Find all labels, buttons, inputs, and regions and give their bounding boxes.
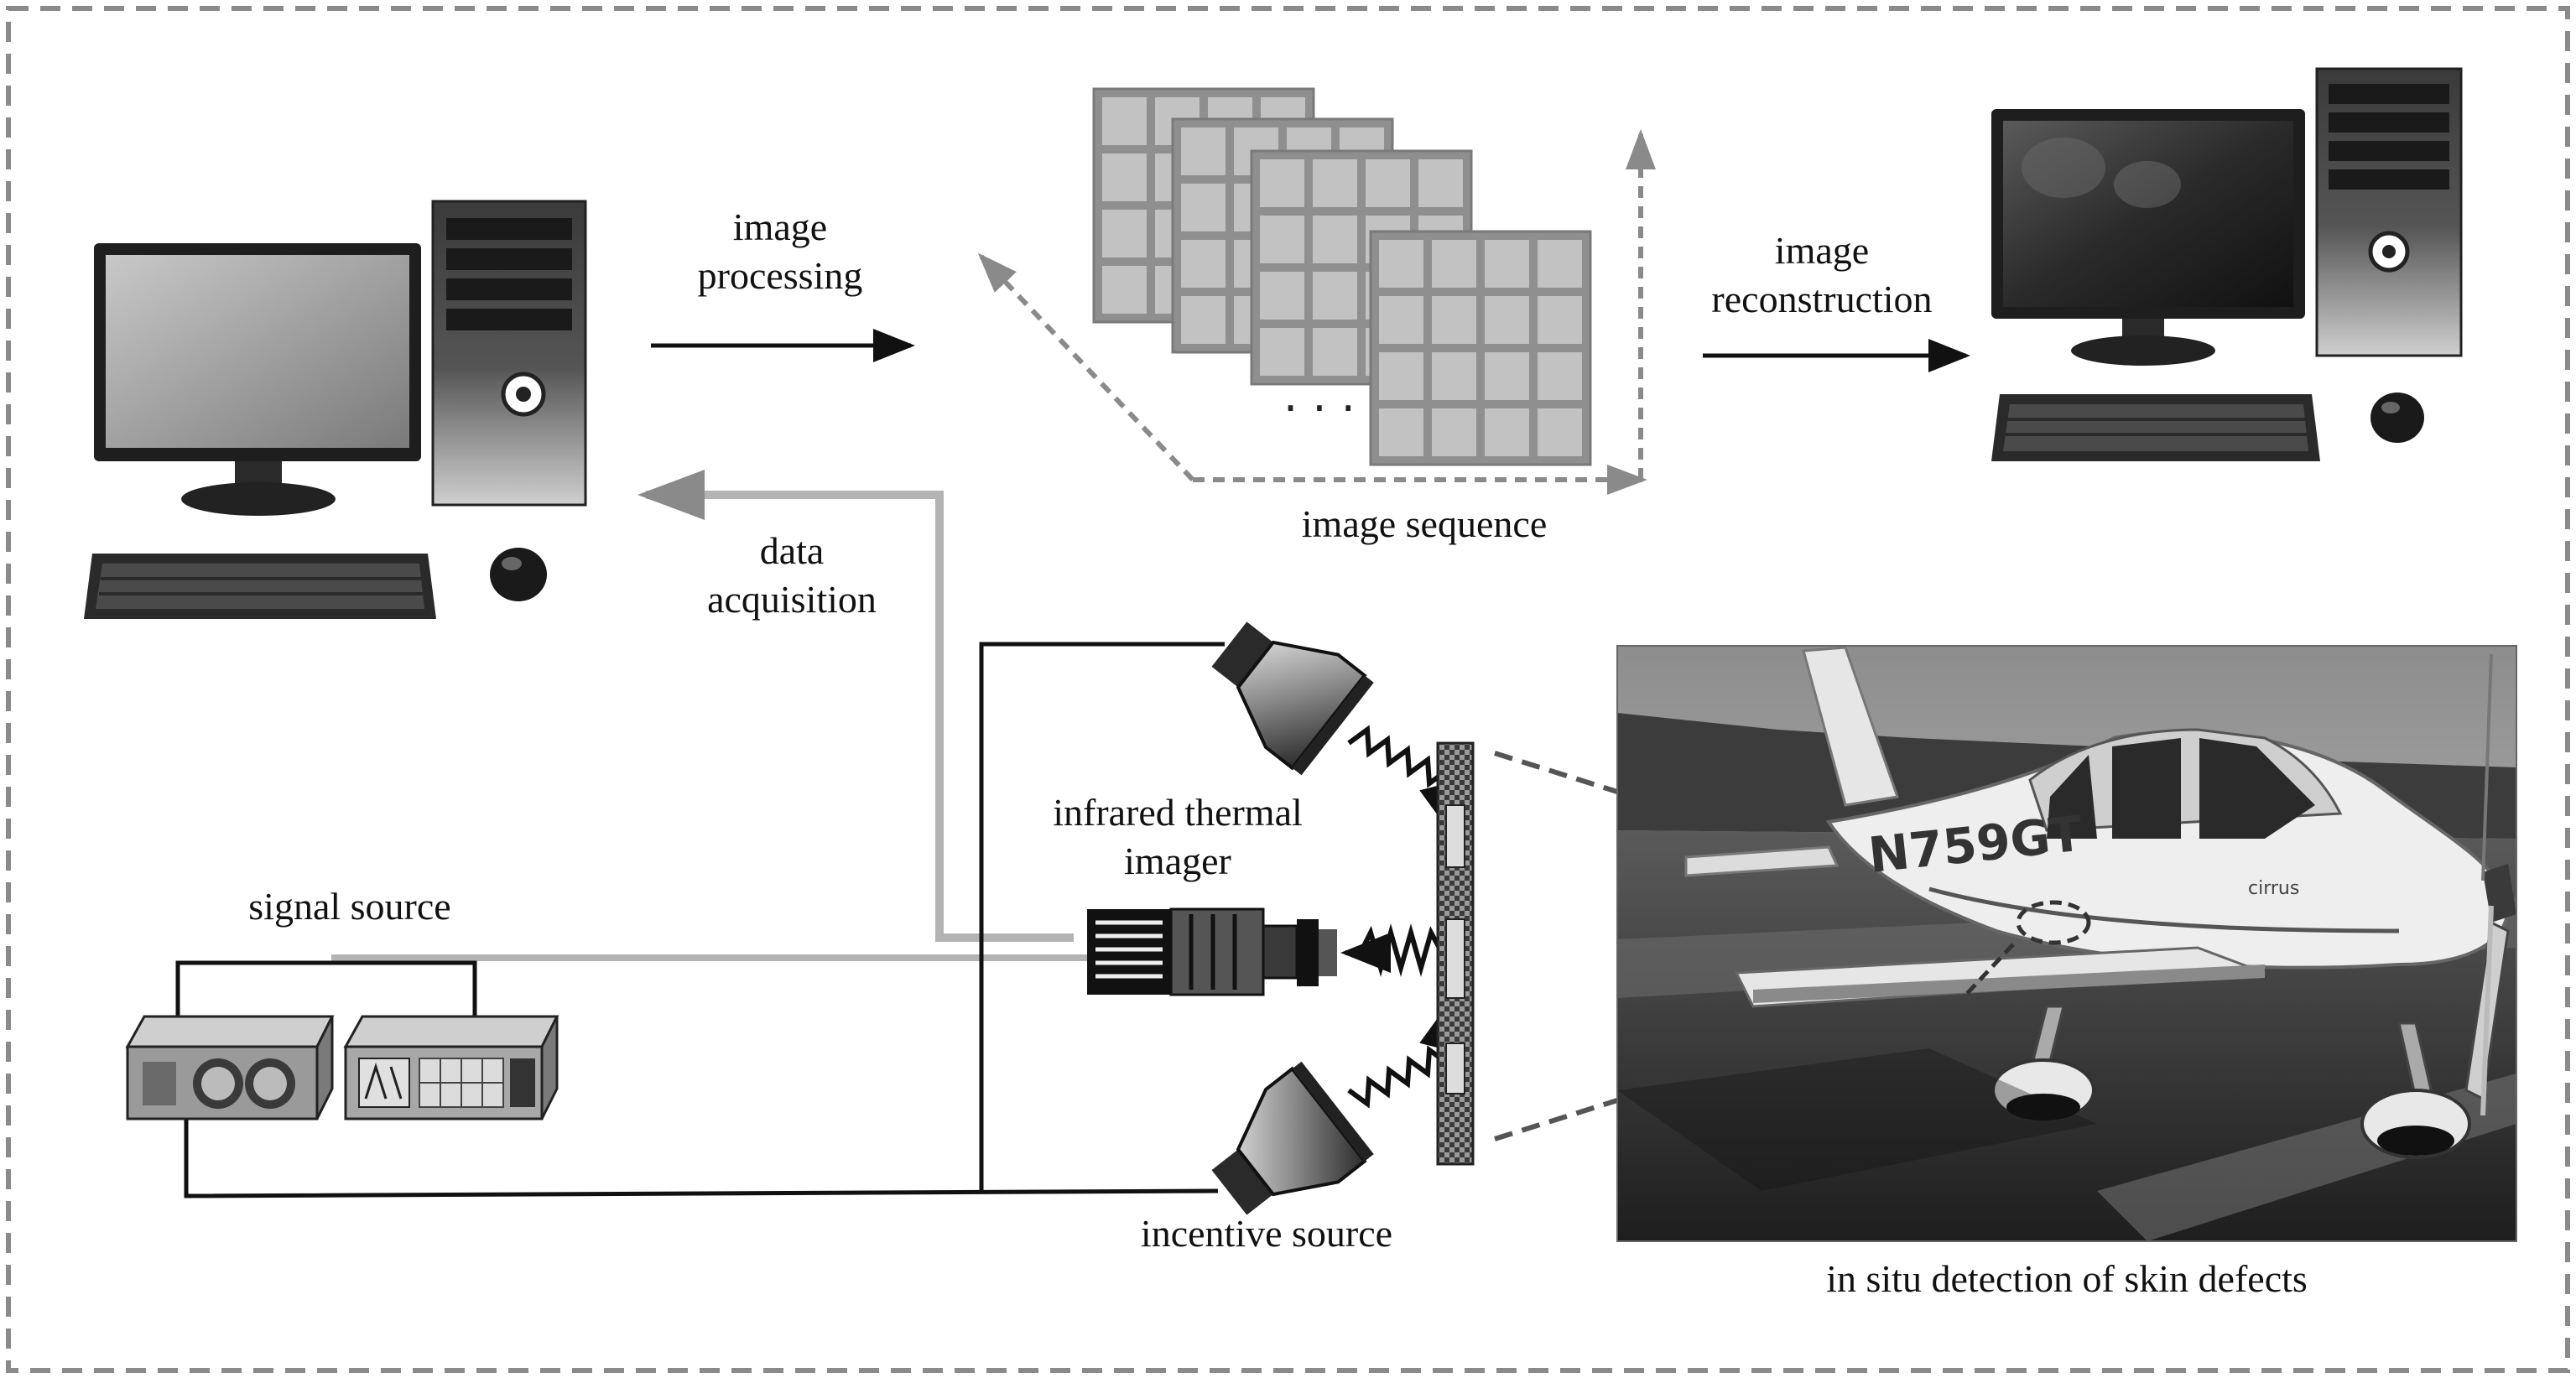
frame-cell — [1181, 240, 1226, 288]
wire-lamp-bottom — [184, 1117, 1219, 1198]
infrared-thermal-imager-line2: imager — [1124, 840, 1231, 882]
infrared-thermal-imager-label: infrared thermal imager — [1002, 788, 1354, 886]
frame-cell — [1432, 296, 1476, 344]
frame-cell — [1538, 352, 1582, 400]
frame-cell — [1418, 159, 1463, 207]
frame-cell — [1538, 240, 1582, 288]
image-processing-label: image processing — [696, 203, 864, 300]
image-reconstruction-label: image reconstruction — [1681, 226, 1963, 324]
frame-cell — [1102, 153, 1147, 201]
frame-cell — [1485, 240, 1529, 288]
infrared-thermal-imager-line1: infrared thermal — [1053, 791, 1303, 834]
data-acquisition-cable — [637, 470, 1074, 942]
frame-cell — [1538, 296, 1582, 344]
wire-signal-generator — [175, 960, 477, 1040]
image-reconstruction-line1: image — [1774, 229, 1870, 272]
heat-wave-return — [1340, 923, 1444, 977]
depth-axis — [977, 252, 1195, 482]
frame-cell — [1313, 272, 1357, 320]
specimen-panel-icon — [1436, 741, 1475, 1166]
data-acquisition-label: data acquisition — [674, 527, 909, 624]
wire-lamp-top — [979, 642, 1225, 1191]
incentive-source-label: incentive source — [1140, 1212, 1393, 1255]
frame-cell — [1485, 408, 1529, 456]
frame-cell — [1485, 296, 1529, 344]
outer-border — [6, 6, 2570, 1373]
frame-cell — [1313, 159, 1357, 207]
frame-cell — [1181, 127, 1226, 175]
frame-cell — [1102, 210, 1147, 257]
computer-icon — [1991, 67, 2463, 461]
callout-line-bottom — [1494, 1098, 1618, 1141]
frame-cell — [1313, 216, 1357, 263]
aircraft-brand: cirrus — [2248, 878, 2299, 899]
frame-cell — [1379, 408, 1423, 456]
frame-cell — [1313, 328, 1357, 376]
frame-cell — [1181, 184, 1226, 231]
image-sequence-label: image sequence — [1301, 502, 1548, 545]
image-sequence-frames — [1092, 87, 1592, 466]
frame-cell — [1260, 216, 1304, 263]
frame-cell — [1379, 240, 1423, 288]
camera-icon — [1087, 907, 1337, 996]
lamp-icon — [1211, 1061, 1374, 1215]
image-processing-line1: image — [732, 205, 828, 248]
image-frame — [1369, 230, 1592, 466]
lamp-icon — [1211, 621, 1374, 776]
frame-cell — [1432, 352, 1476, 400]
frame-cell — [1260, 328, 1304, 376]
frame-cell — [1379, 352, 1423, 400]
frame-cell — [1432, 408, 1476, 456]
data-acquisition-line1: data — [759, 529, 825, 572]
frame-cell — [1260, 272, 1304, 320]
frame-cell — [1379, 296, 1423, 344]
in-situ-detection-label: in situ detection of skin defects — [1826, 1257, 2308, 1300]
frame-cell — [1102, 266, 1147, 314]
frame-cell — [1366, 159, 1410, 207]
frame-cell — [1260, 159, 1304, 207]
frame-cell — [1181, 296, 1226, 344]
ellipsis-dots: . . . — [1283, 369, 1356, 422]
image-processing-line2: processing — [697, 254, 863, 297]
computer-icon — [84, 200, 587, 619]
image-reconstruction-line2: reconstruction — [1711, 278, 1933, 320]
frame-cell — [1538, 408, 1582, 456]
signal-generator-icon — [125, 1015, 559, 1120]
aircraft-photo: N759GT cirrus — [1616, 645, 2517, 1242]
data-acquisition-line2: acquisition — [707, 578, 877, 621]
callout-line-top — [1494, 751, 1618, 794]
frame-cell — [1432, 240, 1476, 288]
frame-cell — [1485, 352, 1529, 400]
frame-cell — [1102, 97, 1147, 145]
signal-source-label: signal source — [248, 885, 451, 928]
